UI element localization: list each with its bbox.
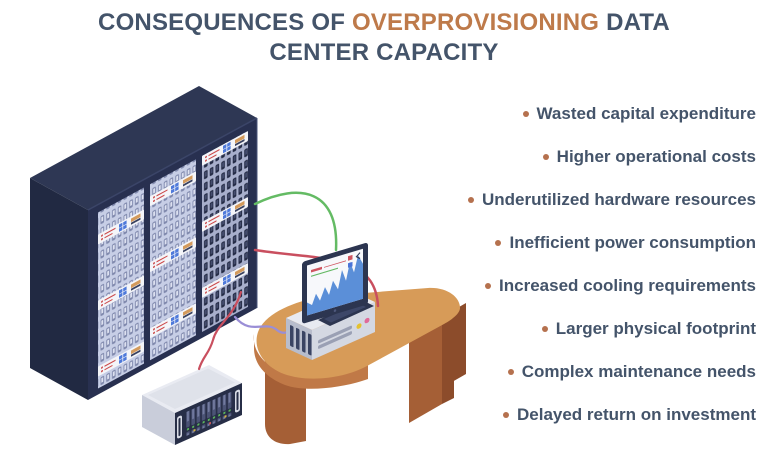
power-button bbox=[356, 323, 362, 329]
reset-button bbox=[364, 317, 370, 324]
bullet-dot-icon bbox=[502, 411, 509, 418]
desk-right-leg bbox=[409, 314, 442, 423]
list-item: Inefficient power consumption bbox=[468, 221, 756, 264]
title-line-1: CONSEQUENCES OF OVERPROVISIONING DATA bbox=[98, 9, 670, 36]
list-item: Increased cooling requirements bbox=[468, 264, 756, 307]
server-unit-side bbox=[142, 395, 175, 445]
monitor-camera-dot bbox=[333, 309, 337, 312]
bullet-dot-icon bbox=[542, 153, 549, 160]
floor-server-unit bbox=[142, 365, 242, 445]
rack-top-face bbox=[30, 86, 257, 210]
rack-server-bays bbox=[98, 130, 248, 389]
bullet-dot-icon bbox=[468, 196, 475, 203]
list-item: Delayed return on investment bbox=[468, 393, 756, 436]
title-line-2: CENTER CAPACITY bbox=[269, 39, 499, 66]
consequences-list: Wasted capital expenditure Higher operat… bbox=[468, 92, 756, 436]
chart-area bbox=[307, 255, 363, 316]
bullet-dot-icon bbox=[495, 239, 502, 246]
monitor bbox=[302, 242, 368, 324]
rack-side-face bbox=[30, 178, 88, 400]
server-unit-drives bbox=[186, 391, 233, 437]
list-item: Wasted capital expenditure bbox=[468, 92, 756, 135]
list-item: Complex maintenance needs bbox=[468, 350, 756, 393]
cable-green bbox=[253, 191, 338, 252]
list-item: Underutilized hardware resources bbox=[468, 178, 756, 221]
bullet-dot-icon bbox=[541, 325, 548, 332]
bullet-dot-icon bbox=[485, 282, 492, 289]
screen-chart bbox=[307, 252, 363, 316]
title-highlight: OVERPROVISIONING bbox=[351, 9, 600, 36]
desk-back-leg bbox=[452, 303, 466, 382]
bullet-dot-icon bbox=[522, 110, 529, 117]
page-title: CONSEQUENCES OF OVERPROVISIONING DATA CE… bbox=[0, 8, 768, 68]
list-item: Larger physical footprint bbox=[468, 307, 756, 350]
illustration bbox=[15, 80, 475, 456]
datacenter-illustration bbox=[30, 86, 466, 445]
list-item: Higher operational costs bbox=[468, 135, 756, 178]
share-icon bbox=[355, 252, 361, 260]
cable-red-server bbox=[197, 290, 243, 371]
server-rack-cabinet bbox=[30, 86, 258, 400]
bullet-dot-icon bbox=[507, 368, 514, 375]
